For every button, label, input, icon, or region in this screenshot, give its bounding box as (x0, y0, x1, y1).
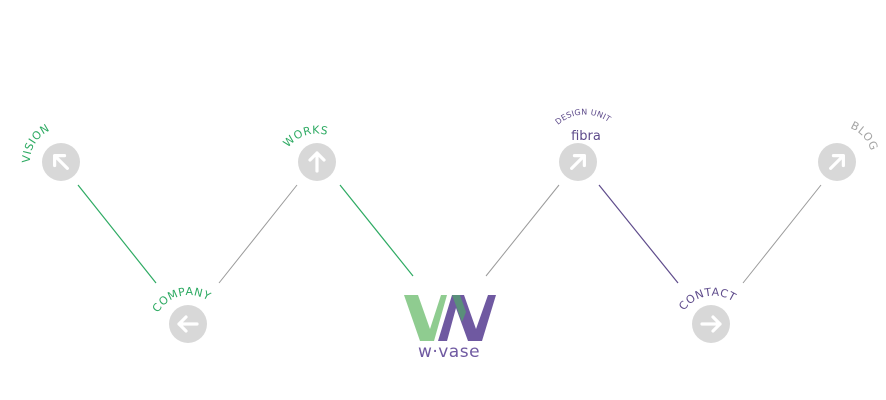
arrow-up-left-icon (53, 154, 69, 170)
nav-design-unit[interactable]: DESIGN UNIT fibra (554, 108, 613, 181)
arrow-up-icon (308, 151, 326, 173)
nav-blog-label: BLOG (849, 119, 881, 153)
arrow-up-right-icon (570, 154, 586, 170)
nav-design-unit-sublabel: fibra (571, 129, 601, 144)
nav-works[interactable]: WORKS (281, 124, 336, 181)
nav-contact[interactable]: CONTACT (676, 285, 738, 343)
nav-design-unit-label: DESIGN UNIT (554, 108, 613, 127)
wvase-logo[interactable]: w·vase (404, 295, 496, 362)
arrow-right-icon (700, 315, 722, 333)
line-works-logo (339, 184, 414, 277)
nav-company[interactable]: COMPANY (150, 285, 213, 343)
line-design-contact (598, 184, 679, 284)
line-logo-design (485, 184, 560, 277)
arrow-up-right-icon (829, 154, 845, 170)
nav-vision[interactable]: VISION (20, 121, 80, 181)
line-contact-blog (742, 184, 822, 284)
connector-lines (77, 184, 822, 284)
line-vision-company (77, 184, 157, 284)
line-company-works (218, 184, 298, 284)
arrow-left-icon (177, 315, 199, 333)
wvase-wordmark: w·vase (418, 342, 480, 362)
nav-blog[interactable]: BLOG (818, 119, 881, 181)
wvase-logo-mark (404, 295, 496, 341)
